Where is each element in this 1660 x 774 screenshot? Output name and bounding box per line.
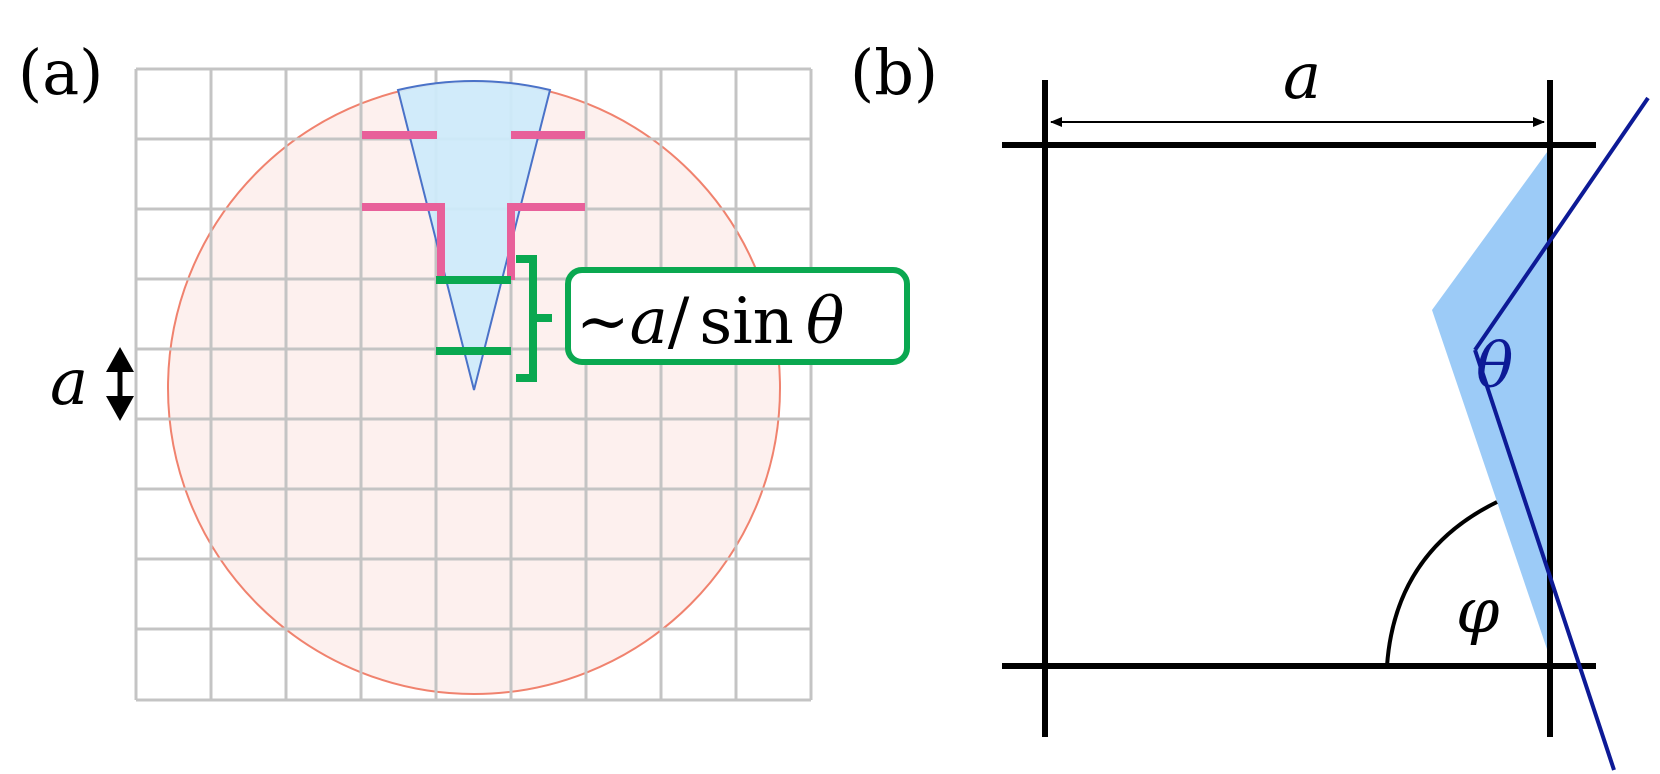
lattice-spacing-label: a [50, 346, 88, 420]
annotation-tilde: ~ [576, 285, 630, 359]
panel-a: (a) [18, 36, 910, 702]
ray-lines [1473, 96, 1650, 771]
cell-frame [1002, 80, 1596, 737]
theta-label: θ [1476, 329, 1513, 402]
angular-wedge [396, 80, 552, 391]
panel-b-label: (b) [850, 36, 938, 109]
annotation-angle: θ [806, 285, 845, 359]
annotation-numerator: a [630, 285, 668, 359]
lattice-spacing-arrow [106, 347, 134, 421]
phi-arc [1385, 500, 1498, 667]
panel-b: (b) a θ φ [850, 36, 1650, 771]
annotation-box [565, 267, 910, 365]
resolution-step-lines [362, 131, 585, 280]
cell-width-label: a [1283, 40, 1321, 114]
phi-label: φ [1456, 574, 1500, 647]
annotation-slash: / [668, 285, 690, 359]
green-spacing-marks [436, 255, 552, 382]
annotation-func: sin [699, 285, 794, 359]
panel-a-label: (a) [18, 36, 103, 109]
